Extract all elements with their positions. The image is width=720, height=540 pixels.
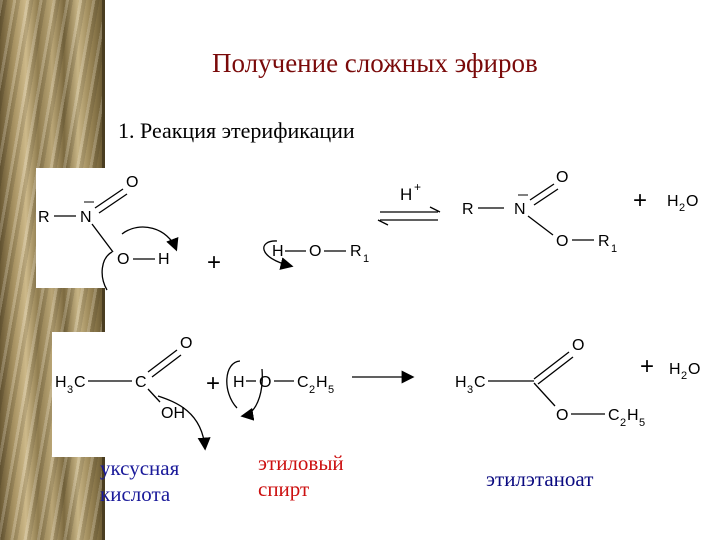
atom-O: O — [309, 243, 321, 260]
water: H 2 O — [667, 193, 698, 214]
atom-O: O — [556, 407, 568, 424]
acetic-acid: H 3 C C O OH — [55, 335, 211, 451]
acid-label-line1: уксусная — [100, 456, 180, 480]
acid-label-line2: кислота — [100, 482, 171, 506]
svg-text:2: 2 — [309, 384, 315, 396]
atom-C2H5: C — [608, 407, 620, 424]
svg-text:3: 3 — [467, 384, 473, 396]
general-acid: R N O O H — [38, 174, 179, 291]
atom-R1-subscript: 1 — [611, 243, 617, 255]
ethyl-ethanoate: H 3 C O O C 2 H 5 — [455, 337, 645, 429]
atom-O: O — [556, 233, 568, 250]
atom-R: R — [462, 201, 474, 218]
atom-O-double: O — [572, 337, 584, 354]
slide-subtitle: 1. Реакция этерификации — [118, 118, 355, 143]
svg-text:2: 2 — [681, 370, 687, 382]
curved-arrow-alcohol — [226, 360, 241, 409]
plus-sign: + — [207, 249, 221, 276]
atom-R1-subscript: 1 — [363, 253, 369, 265]
svg-text:C: C — [74, 374, 86, 391]
atom-O-double: O — [126, 174, 138, 191]
alcohol-label-line2: спирт — [258, 477, 310, 501]
curved-arrow-acid — [121, 226, 179, 252]
svg-text:3: 3 — [67, 384, 73, 396]
general-alcohol: H O R 1 — [263, 240, 369, 270]
atom-H: H — [158, 251, 170, 268]
slide-title: Получение сложных эфиров — [212, 48, 538, 78]
alcohol-label: этиловый спирт — [258, 450, 344, 502]
atom-C2H5: C — [297, 374, 309, 391]
svg-text:5: 5 — [328, 384, 334, 396]
curved-arrow-acid-2 — [101, 251, 113, 291]
svg-text:C: C — [474, 374, 486, 391]
atom-R1: R — [350, 243, 362, 260]
ethanol: H O C 2 H 5 — [226, 360, 334, 421]
alcohol-label-line1: этиловый — [258, 451, 344, 475]
svg-text:2: 2 — [679, 202, 685, 214]
curved-arrow-alcohol — [263, 240, 294, 270]
atom-OH: OH — [161, 405, 185, 422]
general-ester: R N O O R 1 — [462, 169, 617, 255]
svg-text:O: O — [686, 193, 698, 210]
catalyst-charge: + — [414, 180, 421, 194]
svg-text:H: H — [667, 193, 679, 210]
atom-O-double: O — [556, 169, 568, 186]
svg-text:H: H — [316, 374, 328, 391]
scheme-panel-bottom — [52, 332, 108, 457]
water-2: H 2 O — [669, 361, 700, 382]
atom-H: H — [233, 374, 245, 391]
plus-sign-2: + — [633, 187, 647, 214]
svg-text:5: 5 — [639, 417, 645, 429]
svg-text:2: 2 — [620, 417, 626, 429]
plus-sign-2: + — [640, 353, 654, 380]
atom-N: N — [514, 201, 526, 218]
acid-label: уксусная кислота — [100, 455, 179, 507]
plus-sign: + — [206, 370, 220, 397]
atom-H: H — [272, 243, 284, 260]
catalyst: H — [400, 185, 412, 204]
atom-R: R — [38, 209, 50, 226]
equilibrium-arrow: H + — [377, 180, 441, 226]
svg-text:H: H — [627, 407, 639, 424]
svg-text:O: O — [688, 361, 700, 378]
atom-O-double: O — [180, 335, 192, 352]
ester-label: этилэтаноат — [486, 467, 594, 491]
curved-arrow-acid — [157, 395, 211, 451]
atom-H3C: H — [55, 374, 67, 391]
atom-N: N — [80, 209, 92, 226]
svg-text:H: H — [669, 361, 681, 378]
atom-H3C: H — [455, 374, 467, 391]
atom-C: C — [135, 374, 147, 391]
atom-R1: R — [598, 233, 610, 250]
atom-O: O — [117, 251, 129, 268]
